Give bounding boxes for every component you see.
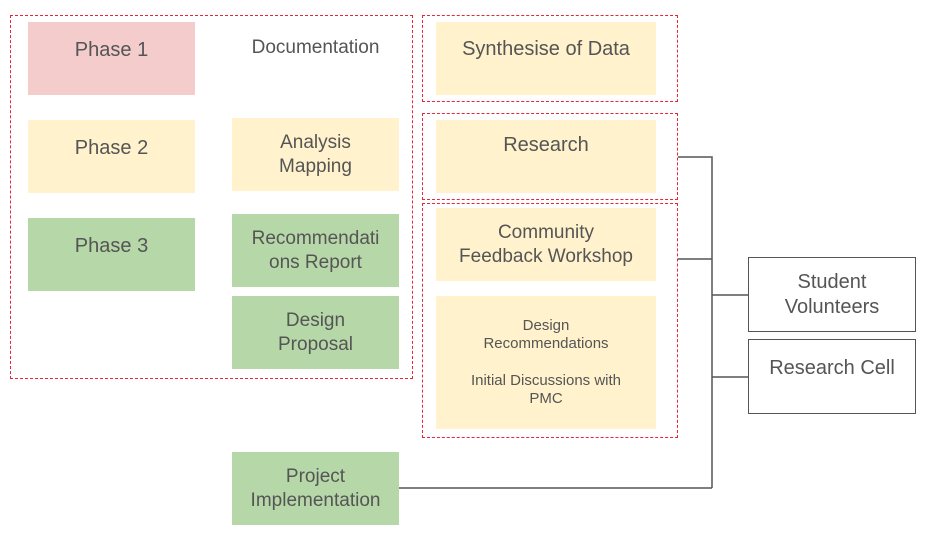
research-group-frame [422,113,678,200]
community-workshop-label: Community Feedback Workshop [459,222,633,267]
analysis-mapping-box: Analysis Mapping [232,118,399,191]
phase-1-label: Phase 1 [74,39,149,61]
synthesis-group-frame [422,15,678,102]
documentation-heading: Documentation [251,37,380,59]
recommendations-report-box: Recommendati ons Report [232,214,399,287]
design-proposal-box: Design Proposal [232,296,399,369]
recommendations-report-label: Recommendati ons Report [251,228,380,273]
analysis-mapping-label: Analysis Mapping [279,132,352,177]
design-proposal-label: Design Proposal [278,310,353,355]
phase-3-label: Phase 3 [74,235,149,257]
student-volunteers-box: Student Volunteers [748,257,916,332]
synthesise-data-label: Synthesise of Data [462,38,630,60]
research-box: Research [436,120,656,193]
phase-1-box: Phase 1 [28,22,195,95]
phases-group-frame [10,15,413,379]
phase-3-box: Phase 3 [28,218,195,291]
phase-2-label: Phase 2 [74,137,149,159]
workshop-group-frame [422,203,678,438]
research-connector [678,156,713,488]
research-label: Research [503,134,589,156]
phase-2-box: Phase 2 [28,120,195,193]
research-cell-box: Research Cell [748,339,916,414]
design-recommendations-label: Design Recommendations Initial Discussio… [470,316,622,407]
project-implementation-label: Project Implementation [250,466,381,511]
project-implementation-box: Project Implementation [232,452,399,525]
community-workshop-box: Community Feedback Workshop [436,208,656,281]
synthesise-data-box: Synthesise of Data [436,22,656,95]
research-cell-label: Research Cell [769,357,895,379]
student-volunteers-label: Student Volunteers [784,271,880,318]
design-recommendations-box: Design Recommendations Initial Discussio… [436,296,656,429]
